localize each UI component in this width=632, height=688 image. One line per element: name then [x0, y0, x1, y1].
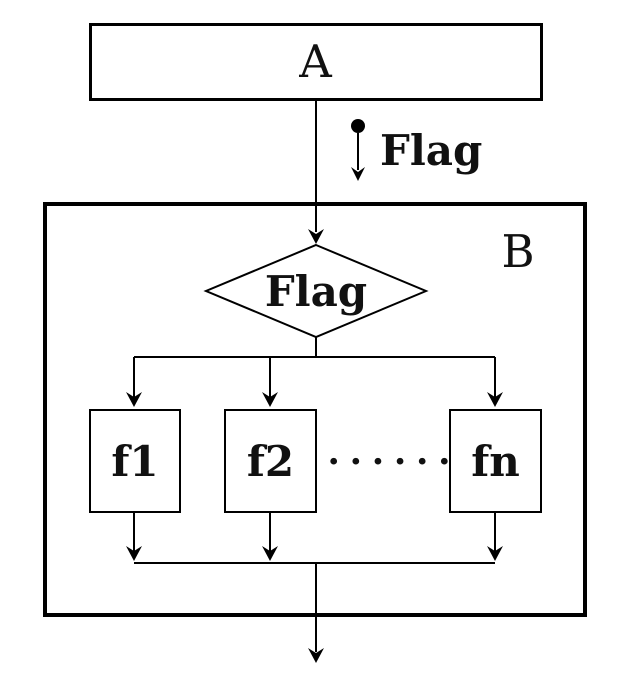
arrowhead-icon	[308, 229, 324, 244]
container-b-label: B	[501, 224, 535, 278]
process-f1-label: f1	[111, 436, 159, 486]
decision-label: Flag	[264, 266, 368, 316]
arrowhead-icon	[126, 546, 142, 561]
flag-signal-icon	[351, 119, 365, 181]
process-f2-label: f2	[246, 436, 295, 486]
arrowhead-icon	[487, 392, 503, 407]
flag-signal-label: Flag	[380, 125, 483, 175]
arrowhead-icon	[126, 392, 142, 407]
arrowhead-icon	[262, 392, 278, 407]
arrowhead-icon	[308, 648, 324, 663]
arrowhead-icon	[487, 546, 503, 561]
exit-arrow	[308, 563, 324, 663]
fanin-connectors	[126, 512, 503, 564]
arrowhead-icon	[262, 546, 278, 561]
process-box-a	[89, 23, 543, 101]
process-box-fn	[449, 409, 542, 513]
process-fn-label: fn	[471, 436, 520, 486]
ellipsis-dots: ••••••	[327, 451, 461, 473]
arrowhead-icon	[351, 167, 365, 181]
arrow-a-to-decision	[308, 100, 324, 244]
fanout-connectors	[126, 337, 503, 407]
node-a-label: A	[299, 35, 332, 88]
